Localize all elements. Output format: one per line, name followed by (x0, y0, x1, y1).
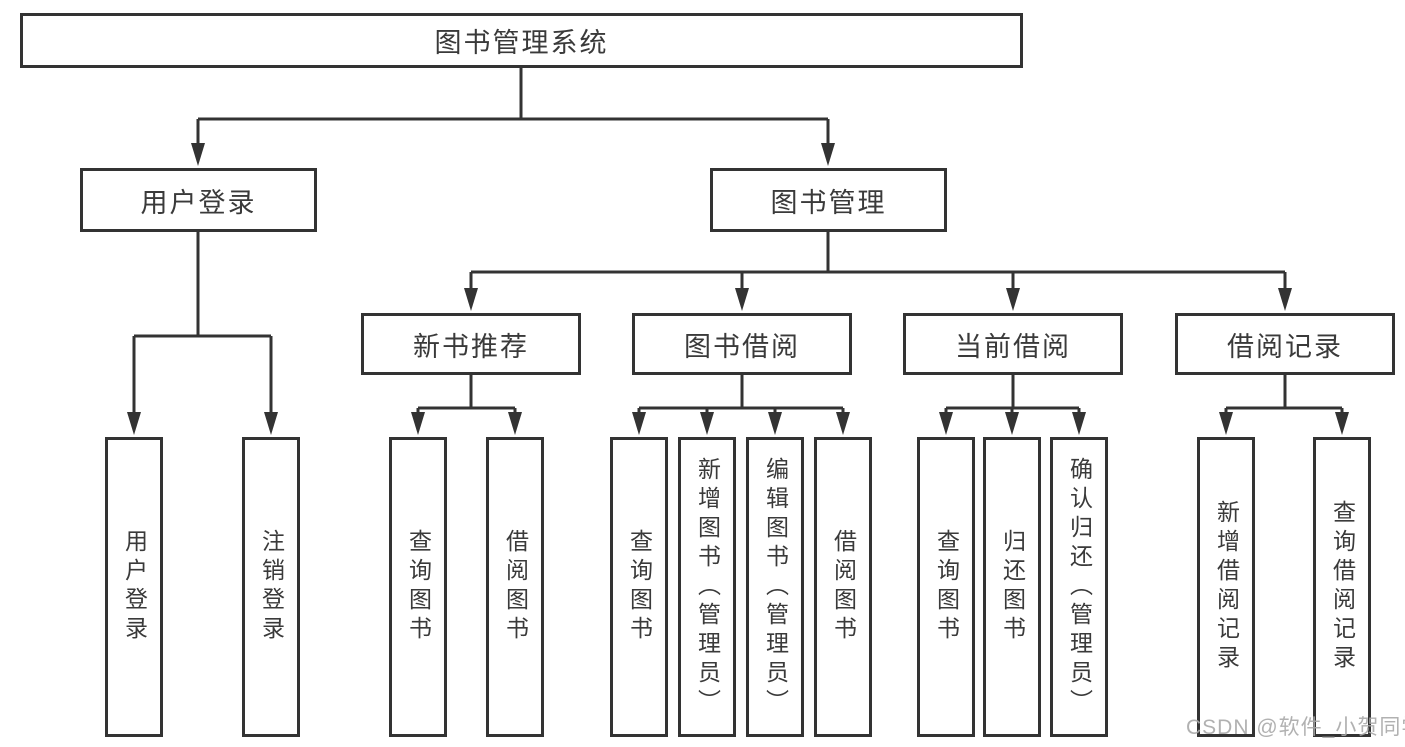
leaf-query-books-current: 查询图书 (917, 437, 975, 737)
leaf-query-borrow-record: 查询借阅记录 (1313, 437, 1371, 737)
node-new-book-recommendation: 新书推荐 (361, 313, 581, 375)
node-current-borrowing: 当前借阅 (903, 313, 1123, 375)
leaf-borrow-books: 借阅图书 (814, 437, 872, 737)
node-borrowing-records: 借阅记录 (1175, 313, 1395, 375)
leaf-borrow-books-recommend: 借阅图书 (486, 437, 544, 737)
node-book-management: 图书管理 (710, 168, 947, 232)
leaf-return-books: 归还图书 (983, 437, 1041, 737)
leaf-logout: 注销登录 (242, 437, 300, 737)
leaf-confirm-return-admin: 确认归还（管理员） (1050, 437, 1108, 737)
csdn-watermark: CSDN @软件_小贺同学 (1186, 716, 1405, 739)
leaf-edit-books-admin: 编辑图书（管理员） (746, 437, 804, 737)
leaf-add-books-admin: 新增图书（管理员） (678, 437, 736, 737)
node-user-login: 用户登录 (80, 168, 317, 232)
leaf-query-books-recommend: 查询图书 (389, 437, 447, 737)
leaf-add-borrow-record: 新增借阅记录 (1197, 437, 1255, 737)
node-library-management-system: 图书管理系统 (20, 13, 1023, 68)
leaf-query-books-borrow: 查询图书 (610, 437, 668, 737)
leaf-user-login: 用户登录 (105, 437, 163, 737)
node-book-borrowing: 图书借阅 (632, 313, 852, 375)
